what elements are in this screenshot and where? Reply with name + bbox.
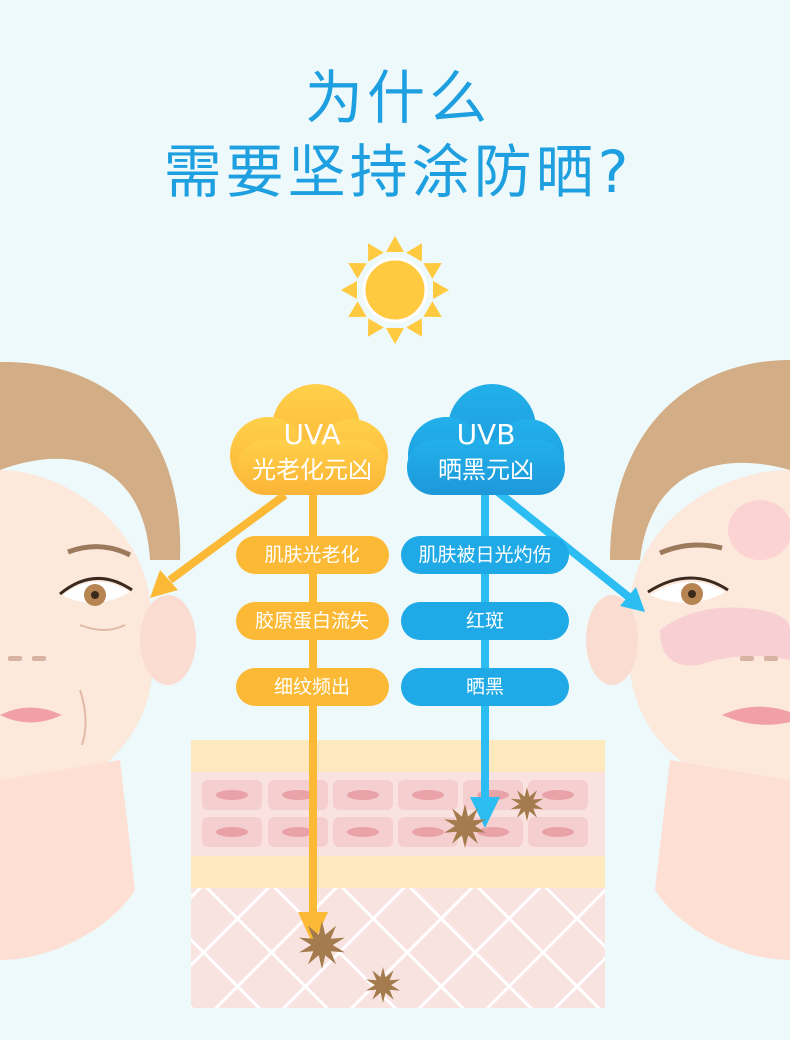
cell-nucleus [216,790,248,800]
uvb-cloud [407,384,565,495]
cell-nucleus [347,827,379,837]
uvb-effect: 肌肤被日光灼伤 [418,544,551,566]
cell-nucleus [412,827,444,837]
cell-nucleus [542,827,574,837]
title-line-2: 需要坚持涂防晒? [164,138,633,206]
uvb-effect-pill [401,536,569,574]
uvb-effects: 肌肤被日光灼伤 红斑 晒黑 [401,536,569,706]
skin-cross-section [191,740,605,1008]
damage-star-icon [444,804,486,848]
uva-effect: 胶原蛋白流失 [255,610,369,632]
uvb-effect: 晒黑 [466,676,504,698]
cell-nucleus [347,790,379,800]
damage-star-icon [365,967,401,1003]
right-face-sunburn-illustration [586,360,790,960]
uva-cloud [230,384,388,495]
uva-name: UVA [283,418,340,451]
cell-nucleus [216,827,248,837]
cell-nucleus [477,827,509,837]
cell-nucleus [282,790,314,800]
cell-nucleus [542,790,574,800]
uva-effect-pill [236,602,389,640]
sun-icon [341,236,449,344]
damage-star-icon [299,921,345,969]
uva-effects: 肌肤光老化 胶原蛋白流失 细纹频出 [236,536,389,706]
cell-nucleus [412,790,444,800]
uvb-effect-pill [401,668,569,706]
left-face-aged-illustration [0,361,196,960]
uvb-effect: 红斑 [466,610,504,632]
uva-effect: 细纹频出 [274,676,350,698]
damage-star-icon [510,787,544,821]
uva-effect-pill [236,536,389,574]
uvb-name: UVB [457,418,516,451]
uvb-effect-pill [401,602,569,640]
uva-effect: 肌肤光老化 [264,544,359,566]
title-line-1: 为什么 [305,64,491,132]
uva-subtitle: 光老化元凶 [252,456,372,484]
uva-effect-pill [236,668,389,706]
uvb-subtitle: 晒黑元凶 [438,456,534,484]
cell-nucleus [282,827,314,837]
